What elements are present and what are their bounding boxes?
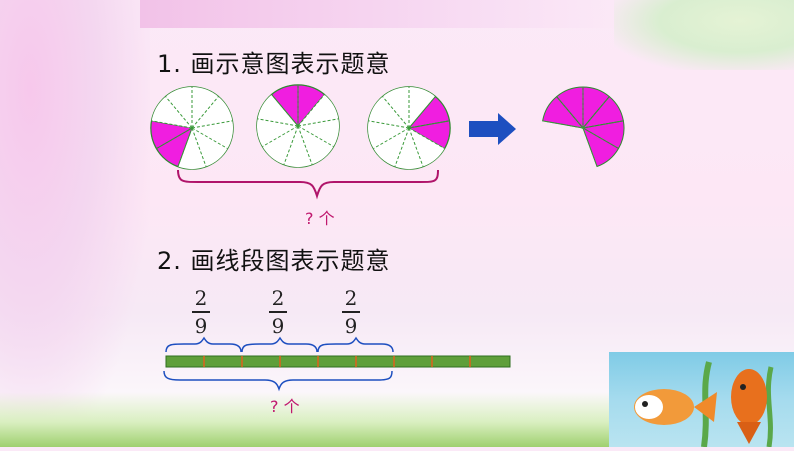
pie-slice bbox=[165, 87, 192, 128]
segment-top-braces bbox=[165, 336, 394, 353]
pie-radius bbox=[191, 127, 207, 167]
pie-radius bbox=[156, 127, 193, 149]
fraction-3: 2 9 bbox=[342, 287, 360, 337]
pie-slice bbox=[192, 96, 233, 128]
goldfish-decoration bbox=[609, 352, 794, 448]
pie-radius bbox=[191, 127, 228, 149]
background-grass-decoration bbox=[0, 392, 640, 447]
pie-slice bbox=[298, 126, 334, 165]
pie-radius bbox=[283, 125, 299, 165]
pie-radius bbox=[382, 96, 410, 129]
pie-slice bbox=[192, 87, 219, 128]
pie-circle-1 bbox=[150, 86, 234, 170]
pie-slice bbox=[409, 128, 445, 167]
pie-radius bbox=[582, 120, 624, 129]
pie-radius bbox=[408, 127, 445, 149]
pie-radius bbox=[297, 125, 334, 147]
pie-slice bbox=[151, 96, 192, 128]
pie-slice bbox=[257, 118, 298, 147]
pie-slice bbox=[409, 87, 436, 128]
pie-slice bbox=[368, 120, 409, 149]
pie-slice bbox=[298, 118, 339, 147]
pie-slice bbox=[262, 126, 298, 165]
segment-bottom-brace bbox=[163, 370, 393, 392]
pie-radius bbox=[368, 120, 410, 129]
pie-radius bbox=[408, 120, 450, 129]
segment-ticks bbox=[203, 356, 471, 367]
pie-radius bbox=[191, 96, 219, 129]
segment-question-label: ? 个 bbox=[270, 397, 300, 416]
pie-slice bbox=[177, 128, 207, 169]
fraction-2-bar bbox=[269, 311, 287, 313]
fraction-1-denominator: 9 bbox=[194, 313, 208, 338]
pie-radius bbox=[262, 125, 299, 147]
fraction-2: 2 9 bbox=[269, 287, 287, 337]
pie-radius bbox=[297, 125, 313, 165]
pie-slice bbox=[192, 128, 228, 167]
pie-radius bbox=[191, 120, 233, 129]
right-arrow-icon bbox=[469, 113, 516, 145]
fraction-1: 2 9 bbox=[192, 287, 210, 337]
pie-slice bbox=[368, 96, 409, 128]
pie-radius bbox=[257, 118, 299, 127]
section2-title: 2. 画线段图表示题意 bbox=[157, 247, 391, 275]
pie-radius bbox=[582, 127, 619, 149]
pie-radius bbox=[177, 127, 193, 167]
fraction-2-denominator: 9 bbox=[271, 313, 285, 338]
pie-radius bbox=[373, 127, 410, 149]
pie-radius bbox=[151, 120, 193, 129]
fraction-1-bar bbox=[192, 311, 210, 313]
fraction-3-denominator: 9 bbox=[344, 313, 358, 338]
pie-radius bbox=[394, 127, 410, 167]
pie-radius bbox=[542, 120, 584, 129]
fraction-3-numerator: 2 bbox=[344, 286, 358, 310]
pie-radius bbox=[582, 96, 610, 129]
pie-radius bbox=[271, 94, 299, 127]
section1-title: 1. 画示意图表示题意 bbox=[157, 50, 391, 78]
circles-question-label: ? 个 bbox=[305, 209, 335, 228]
pie-slice bbox=[283, 126, 313, 167]
fraction-1-numerator: 2 bbox=[194, 286, 208, 310]
background-left-decoration bbox=[0, 0, 150, 447]
pie-slice bbox=[373, 128, 409, 167]
pie-radius bbox=[297, 94, 325, 127]
segment-bar bbox=[165, 355, 511, 368]
pie-radius bbox=[165, 96, 193, 129]
pie-slice bbox=[382, 87, 409, 128]
pie-slice bbox=[394, 128, 424, 169]
pie-circle-3 bbox=[367, 86, 451, 170]
pie-radius bbox=[408, 127, 424, 167]
pie-slice bbox=[257, 94, 298, 126]
circles-brace bbox=[177, 169, 439, 200]
pie-radius bbox=[408, 96, 436, 129]
fraction-2-numerator: 2 bbox=[271, 286, 285, 310]
background-top-right-decoration bbox=[614, 0, 794, 70]
pie-circle-4 bbox=[542, 86, 625, 168]
background-top-decoration bbox=[140, 0, 620, 28]
pie-radius bbox=[556, 96, 584, 129]
pie-circle-2 bbox=[256, 84, 340, 168]
pie-radius bbox=[582, 127, 598, 167]
pie-slice bbox=[298, 94, 339, 126]
fraction-3-bar bbox=[342, 311, 360, 313]
pie-radius bbox=[297, 118, 339, 127]
pie-slice bbox=[192, 120, 233, 149]
